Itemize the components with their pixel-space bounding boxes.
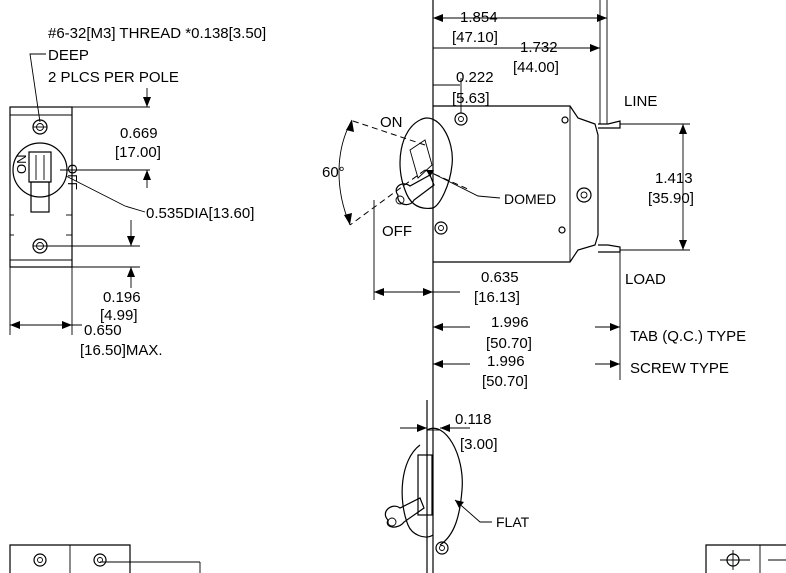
bottom-left-partial-view <box>9 544 201 573</box>
dim-0635-in: 0.635 <box>481 269 519 286</box>
side-view-body <box>433 0 621 263</box>
load-label: LOAD <box>625 271 666 288</box>
on-label: ON <box>380 114 403 131</box>
domed-label: DOMED <box>504 191 556 207</box>
dim-1413-in: 1.413 <box>655 170 693 187</box>
dial-off-label: OFF <box>65 164 80 190</box>
dim-1732-in: 1.732 <box>520 39 558 56</box>
dim-0635-mm: [16.13] <box>474 289 520 306</box>
dim-0222-mm: [5.63] <box>452 90 490 107</box>
dim-1996a-in: 1.996 <box>491 314 529 331</box>
actuator-dial: ON OFF <box>12 142 80 213</box>
thread-callout-line3: 2 PLCS PER POLE <box>48 69 179 86</box>
dim-0118-mm: [3.00] <box>460 436 498 453</box>
screw-type-label: SCREW TYPE <box>630 360 729 377</box>
front-view-body <box>9 106 73 268</box>
dim-0118-in: 0.118 <box>455 411 491 428</box>
flat-label: FLAT <box>496 514 530 530</box>
dim-1996a-mm: [50.70] <box>486 335 532 352</box>
dim-0650-in: 0.650 <box>84 322 122 339</box>
dim-0535: 0.535DIA[13.60] <box>146 205 254 222</box>
dia-leader <box>65 175 146 213</box>
dial-on-label: ON <box>14 155 29 175</box>
thread-callout-line1: #6-32[M3] THREAD *0.138[3.50] <box>48 25 266 42</box>
tab-type-label: TAB (Q.C.) TYPE <box>630 328 746 345</box>
dim-0222-in: 0.222 <box>456 69 494 86</box>
thread-callout-line2: DEEP <box>48 47 89 64</box>
angle-label: 60° <box>322 164 345 181</box>
off-label: OFF <box>382 223 412 240</box>
dim-1996b-mm: [50.70] <box>482 373 528 390</box>
dim-1413-mm: [35.90] <box>648 190 694 207</box>
dim-1732-mm: [44.00] <box>513 59 559 76</box>
dim-1854-mm: [47.10] <box>452 29 498 46</box>
dim-0669-in: 0.669 <box>120 125 158 142</box>
upper-mounting-screw <box>32 119 48 135</box>
domed-leader <box>425 169 501 199</box>
dim-0196-mm: [4.99] <box>100 307 138 324</box>
dim-0196-in: 0.196 <box>103 289 141 306</box>
bottom-right-partial-view <box>705 544 786 573</box>
flat-leader <box>454 499 492 523</box>
dim-1854-in: 1.854 <box>460 9 498 26</box>
dim-0650-mm: [16.50]MAX. <box>80 342 163 359</box>
dim-1996b-in: 1.996 <box>487 353 525 370</box>
front-view: ON OFF <box>9 106 80 268</box>
toggle-actuator <box>349 117 471 226</box>
dim-0669-mm: [17.00] <box>115 144 161 161</box>
lower-mounting-screw <box>32 238 48 254</box>
thread-leader <box>29 53 46 123</box>
line-label: LINE <box>624 93 657 110</box>
flat-actuator-detail <box>384 427 463 555</box>
